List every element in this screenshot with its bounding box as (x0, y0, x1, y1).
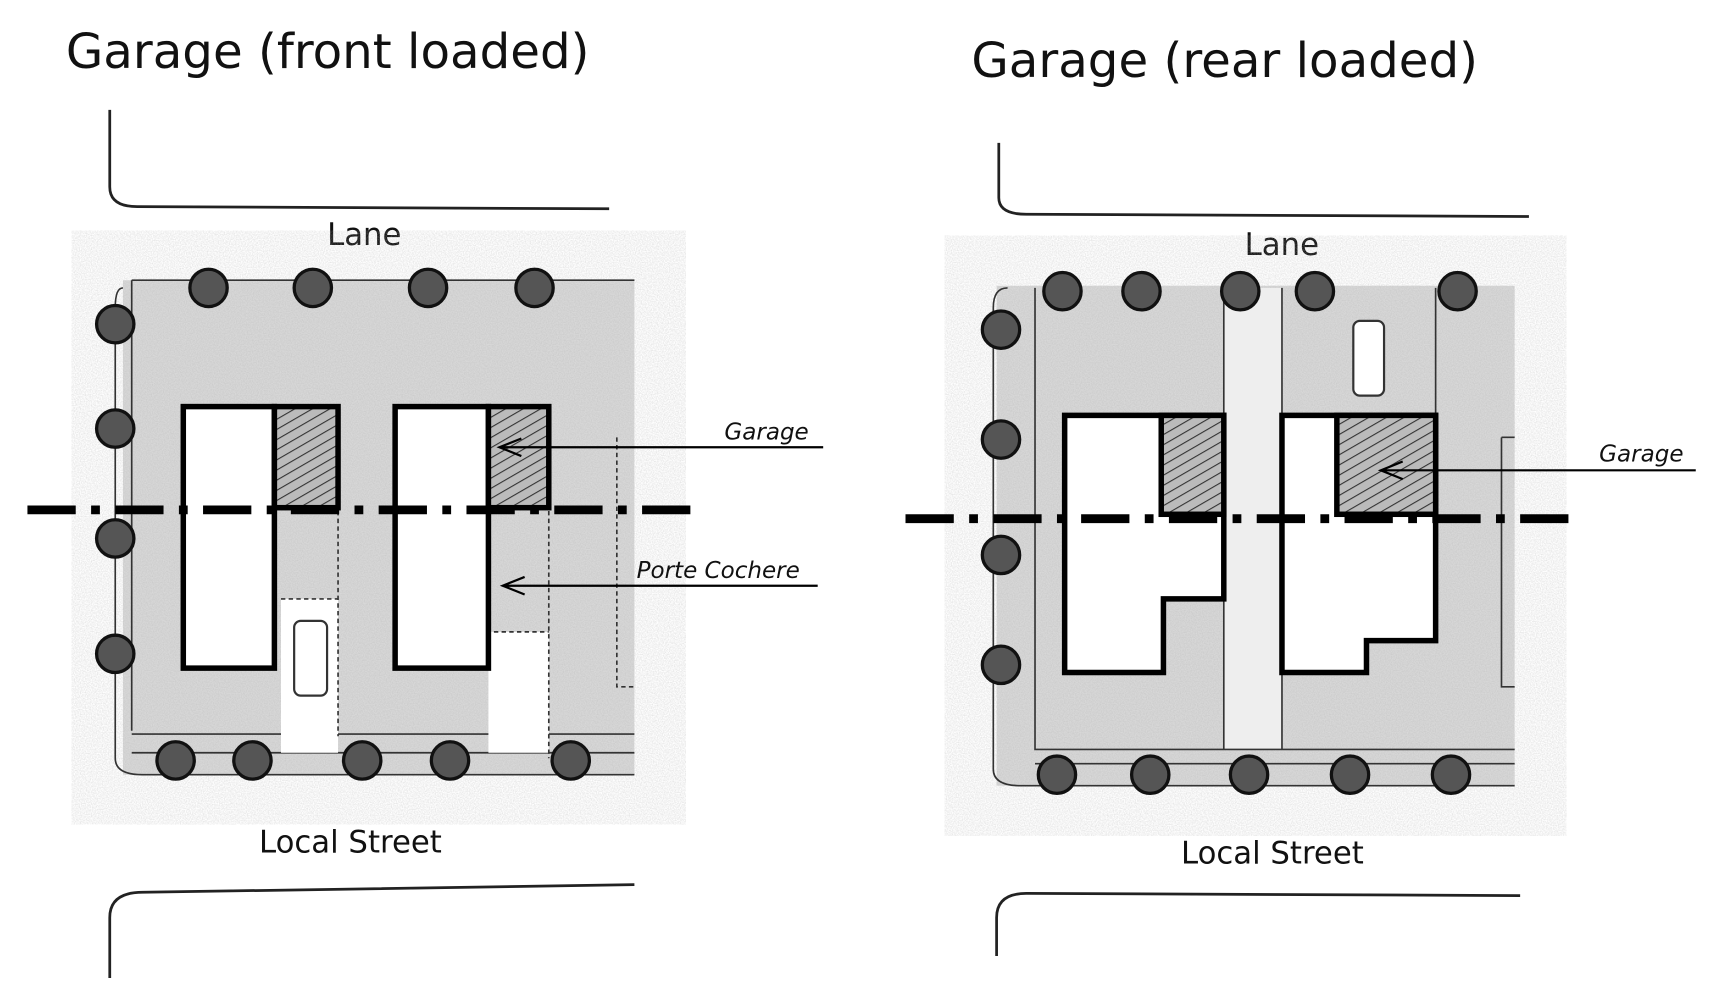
lane-label: Lane (327, 217, 401, 253)
local-street-label: Local Street (1181, 836, 1364, 872)
trees (980, 270, 1478, 796)
car-icon (293, 619, 329, 697)
house-2 (392, 403, 492, 671)
garage-1-hatched (1158, 412, 1227, 518)
sidewalk (131, 733, 635, 754)
garage-1-hatched (271, 403, 341, 511)
car-icon (1352, 319, 1386, 397)
lane-label: Lane (1245, 227, 1319, 263)
front-loaded-panel: Garage (front loaded) Lane Garage Porte … (27, 24, 824, 979)
garage-2-hatched (1334, 412, 1439, 518)
porte-cochere-callout: Porte Cochere (637, 558, 800, 584)
garage-callout: Garage (1599, 442, 1683, 468)
porte-cochere-drive (488, 631, 549, 753)
street-curb-bottom (995, 892, 1521, 957)
front-loaded-title: Garage (front loaded) (66, 24, 590, 80)
street-curb-bottom (108, 883, 635, 979)
house-1 (180, 403, 278, 671)
garage-2-hatched (485, 403, 552, 511)
lane-curb-top (997, 142, 1529, 218)
trees (94, 267, 592, 781)
rear-loaded-title: Garage (rear loaded) (971, 33, 1478, 89)
rear-loaded-panel: Garage (rear loaded) Lane Garage Local S… (905, 33, 1696, 957)
garage-callout: Garage (724, 420, 808, 446)
local-street-label: Local Street (259, 825, 442, 861)
lane-curb-top (108, 109, 610, 211)
